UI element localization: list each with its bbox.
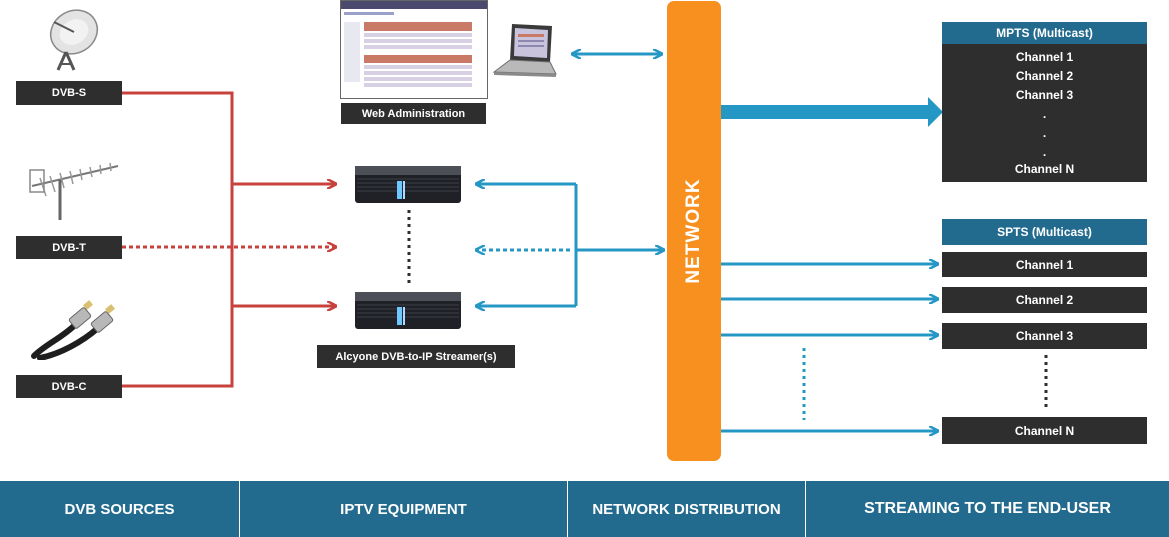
network-lines <box>476 54 938 431</box>
satellite-dish-icon <box>38 8 104 72</box>
mpts-channel-1: Channel 1 <box>1015 50 1074 64</box>
web-admin-screenshot <box>340 0 488 99</box>
spts-channel-3: Channel 3 <box>942 323 1147 349</box>
footer-dvb-sources: DVB SOURCES <box>0 481 240 537</box>
network-label: NETWORK <box>683 178 704 284</box>
footer-streaming-end-user: STREAMING TO THE END-USER <box>864 500 1111 517</box>
mpts-ellipsis-3: . <box>1042 145 1047 159</box>
dvb-t-label: DVB-T <box>16 236 122 259</box>
streamer-device-icon <box>353 290 463 332</box>
footer-bar: DVB SOURCES IPTV EQUIPMENT NETWORK DISTR… <box>0 481 1169 537</box>
spts-channel-1: Channel 1 <box>942 252 1147 277</box>
network-bar: NETWORK <box>667 1 721 461</box>
spts-channel-n: Channel N <box>942 417 1147 444</box>
antenna-icon <box>26 156 122 222</box>
web-administration-label: Web Administration <box>341 103 486 124</box>
mpts-channel-n: Channel N <box>1014 162 1075 176</box>
coax-cable-icon <box>26 298 122 361</box>
footer-network-distribution: NETWORK DISTRIBUTION <box>568 481 806 537</box>
mpts-header: MPTS (Multicast) <box>942 22 1147 44</box>
dvb-c-label: DVB-C <box>16 375 122 398</box>
mpts-arrow <box>721 97 943 127</box>
spts-channel-2: Channel 2 <box>942 287 1147 313</box>
mpts-channel-3: Channel 3 <box>1015 88 1074 102</box>
mpts-ellipsis-2: . <box>1042 126 1047 140</box>
mpts-channel-list: Channel 1 Channel 2 Channel 3 . . . Chan… <box>942 44 1147 182</box>
streamer-device-icon <box>353 164 463 206</box>
dvb-s-label: DVB-S <box>16 81 122 105</box>
spts-header: SPTS (Multicast) <box>942 219 1147 245</box>
footer-iptv-equipment: IPTV EQUIPMENT <box>240 481 568 537</box>
mpts-ellipsis-1: . <box>1042 107 1047 121</box>
laptop-icon <box>490 22 562 80</box>
source-lines <box>122 91 336 388</box>
streamer-label: Alcyone DVB-to-IP Streamer(s) <box>317 345 515 368</box>
mpts-channel-2: Channel 2 <box>1015 69 1074 83</box>
